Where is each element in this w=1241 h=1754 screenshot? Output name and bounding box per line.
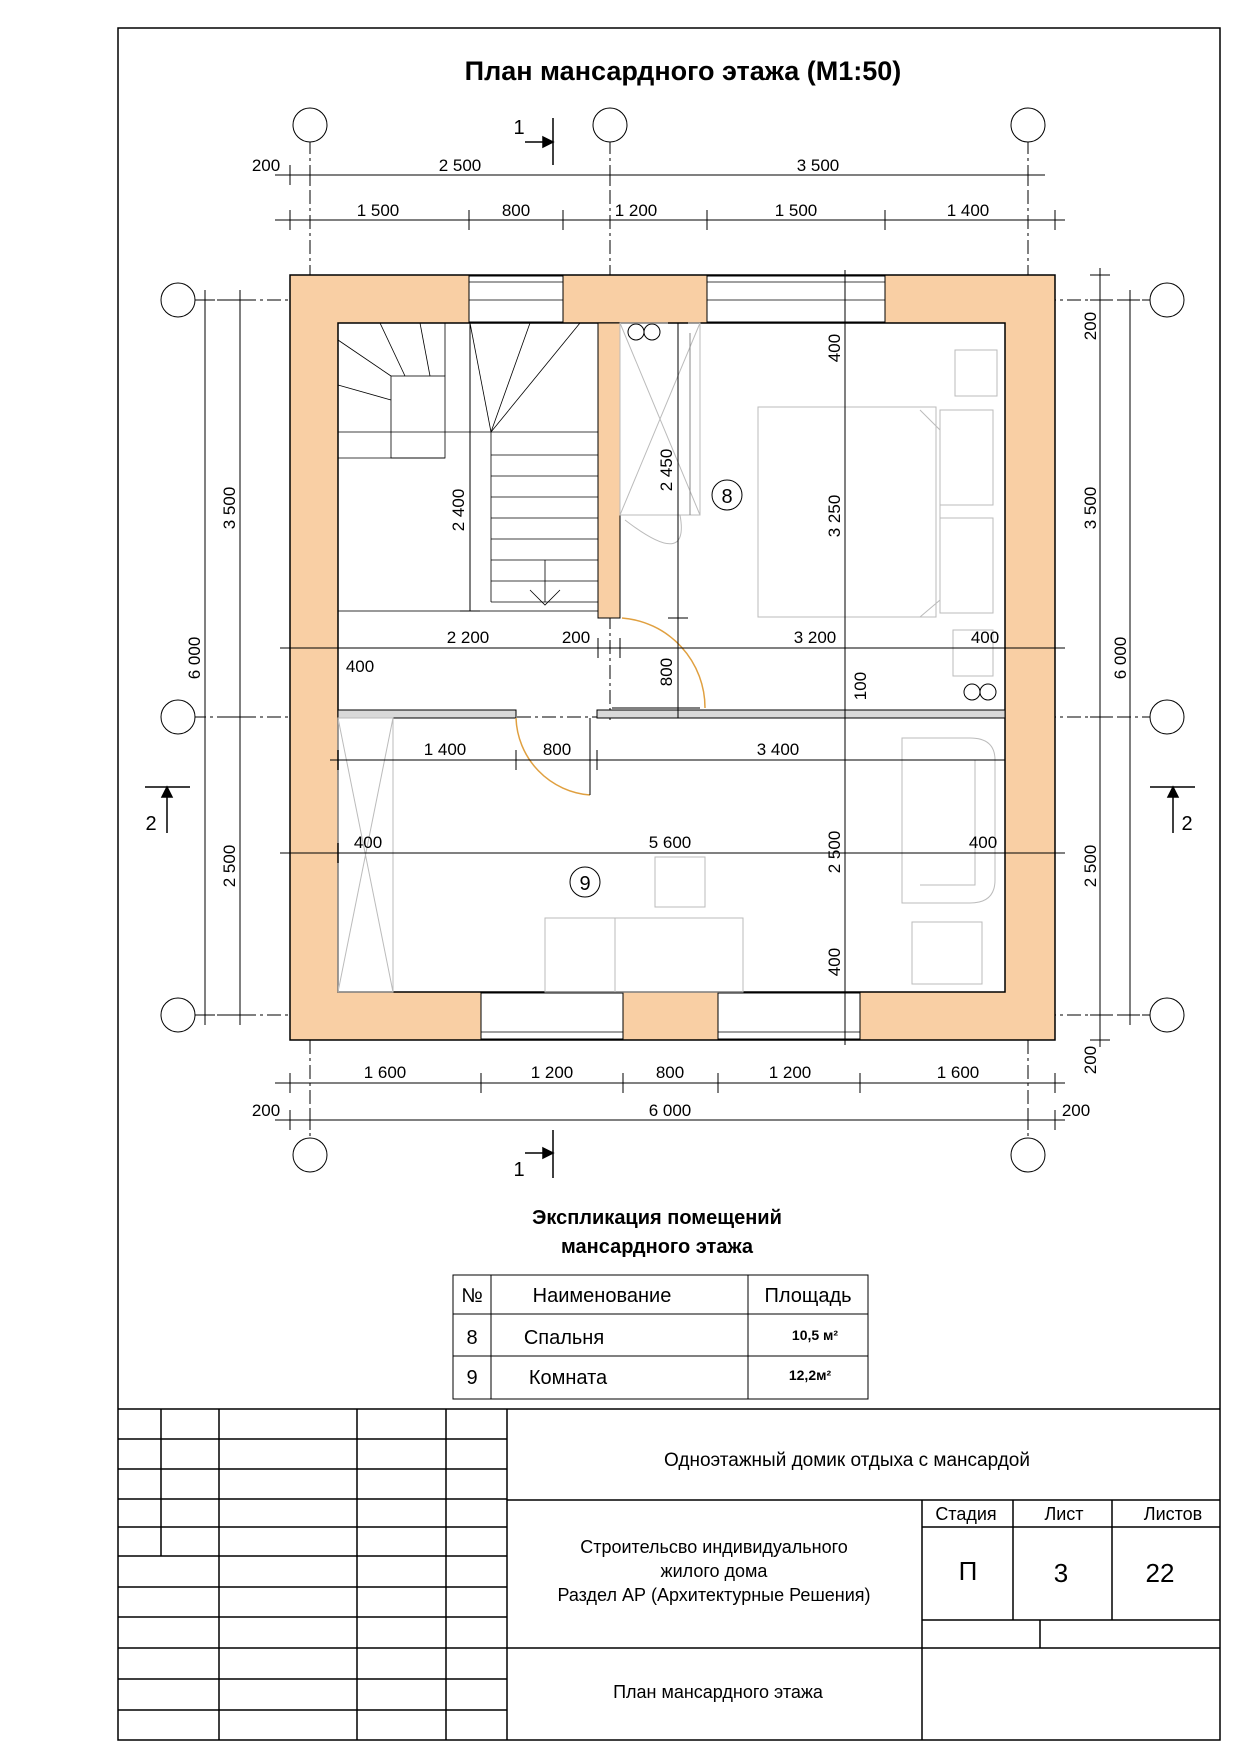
section-label-2-left: 2 bbox=[145, 813, 156, 835]
dim-top2-4: 1 400 bbox=[947, 201, 990, 220]
dim-bot1-1: 1 200 bbox=[531, 1063, 574, 1082]
dim-top2-0: 1 500 bbox=[357, 201, 400, 220]
staircase bbox=[337, 322, 599, 612]
dim-bot2-200-right: 200 bbox=[1062, 1101, 1090, 1120]
dim-inner-400d: 400 bbox=[354, 833, 382, 852]
stamp-sheet-value: 3 bbox=[1054, 1558, 1068, 1588]
explication-header-area: Площадь bbox=[764, 1285, 851, 1307]
dim-bot1-4: 1 600 bbox=[937, 1063, 980, 1082]
dim-right-2500: 2 500 bbox=[1081, 845, 1100, 888]
stamp-stage-value: П bbox=[959, 1556, 978, 1586]
stamp-sheet-label: Лист bbox=[1044, 1504, 1083, 1524]
dim-right-200-top: 200 bbox=[1081, 312, 1100, 340]
explication-row-num: 8 bbox=[466, 1327, 477, 1349]
room9-furniture bbox=[337, 717, 996, 993]
dim-left-6000: 6 000 bbox=[185, 637, 204, 680]
dim-inner-1400: 1 400 bbox=[424, 740, 467, 759]
dim-inner-100: 100 bbox=[851, 672, 870, 700]
bedroom-furniture bbox=[619, 322, 998, 677]
dim-bot2-6000: 6 000 bbox=[649, 1101, 692, 1120]
room-number-9: 9 bbox=[579, 873, 590, 895]
dim-inner-400a: 400 bbox=[825, 334, 844, 362]
stamp-project-name: Одноэтажный домик отдыха с мансардой bbox=[664, 1450, 1030, 1471]
explication-row-name: Комната bbox=[529, 1367, 608, 1389]
dim-top-2500: 2 500 bbox=[439, 156, 482, 175]
drawing-title: План мансардного этажа (М1:50) bbox=[465, 56, 902, 86]
dim-inner-800v: 800 bbox=[657, 658, 676, 686]
stamp-description-line3: Раздел АР (Архитектурные Решения) bbox=[557, 1585, 870, 1605]
dim-inner-800: 800 bbox=[543, 740, 571, 759]
dim-left-2500: 2 500 bbox=[220, 845, 239, 888]
dim-bot1-2: 800 bbox=[656, 1063, 684, 1082]
dim-inner-400e: 400 bbox=[969, 833, 997, 852]
dim-inner-2500: 2 500 bbox=[825, 831, 844, 874]
dim-top2-2: 1 200 bbox=[615, 201, 658, 220]
explication-row-area: 12,2м² bbox=[789, 1367, 832, 1383]
dim-top-200: 200 bbox=[252, 156, 280, 175]
explication-row-num: 9 bbox=[466, 1367, 477, 1389]
room-number-8: 8 bbox=[721, 486, 732, 508]
explication-row-area: 10,5 м² bbox=[792, 1327, 838, 1343]
dim-right-3500: 3 500 bbox=[1081, 487, 1100, 530]
axis-bubbles bbox=[160, 107, 1185, 1173]
explication-header-num: № bbox=[461, 1285, 482, 1307]
dim-inner-400b: 400 bbox=[971, 628, 999, 647]
dim-inner-400c: 400 bbox=[346, 657, 374, 676]
dimension-lines bbox=[195, 165, 1140, 1130]
stamp-sheets-value: 22 bbox=[1146, 1558, 1175, 1588]
explication-row-name: Спальня bbox=[524, 1327, 604, 1349]
dim-inner-2200: 2 200 bbox=[447, 628, 490, 647]
outer-walls bbox=[289, 274, 1056, 1041]
dim-inner-3250: 3 250 bbox=[825, 495, 844, 538]
doors bbox=[515, 617, 706, 796]
stamp-description-line2: жилого дома bbox=[661, 1561, 769, 1581]
dimension-texts: 200 2 500 3 500 1 500 800 1 200 1 500 1 … bbox=[185, 156, 1130, 1120]
dim-inner-2400: 2 400 bbox=[449, 489, 468, 532]
section-marks bbox=[145, 118, 1195, 1178]
section-label-2-right: 2 bbox=[1181, 813, 1192, 835]
sheet-frame bbox=[117, 27, 1221, 1741]
section-label-1-bottom: 1 bbox=[513, 1159, 524, 1181]
explication-header-name: Наименование bbox=[533, 1285, 672, 1307]
dim-right-6000: 6 000 bbox=[1111, 637, 1130, 680]
dim-bot1-0: 1 600 bbox=[364, 1063, 407, 1082]
stamp-stage-label: Стадия bbox=[935, 1504, 996, 1524]
dim-top2-3: 1 500 bbox=[775, 201, 818, 220]
dim-right-200-bottom: 200 bbox=[1081, 1046, 1100, 1074]
room-markers: 8 9 bbox=[569, 479, 743, 898]
dim-inner-400f: 400 bbox=[825, 948, 844, 976]
dim-top2-1: 800 bbox=[502, 201, 530, 220]
dim-inner-3400: 3 400 bbox=[757, 740, 800, 759]
dim-left-3500: 3 500 bbox=[220, 487, 239, 530]
section-label-1-top: 1 bbox=[513, 117, 524, 139]
dim-top-3500: 3 500 bbox=[797, 156, 840, 175]
bedroom-lamps bbox=[627, 323, 997, 701]
title-block bbox=[118, 1408, 1220, 1740]
explication-title-line1: Экспликация помещений bbox=[532, 1207, 782, 1229]
dim-inner-200: 200 bbox=[562, 628, 590, 647]
explication-table bbox=[452, 1274, 869, 1400]
stamp-sheet-title: План мансардного этажа bbox=[613, 1682, 824, 1702]
dim-bot2-200-left: 200 bbox=[252, 1101, 280, 1120]
stamp-description-line1: Строительсво индивидуального bbox=[580, 1537, 848, 1557]
dim-inner-3200: 3 200 bbox=[794, 628, 837, 647]
dim-inner-2450: 2 450 bbox=[657, 449, 676, 492]
stamp-sheets-label: Листов bbox=[1144, 1504, 1202, 1524]
dim-bot1-3: 1 200 bbox=[769, 1063, 812, 1082]
explication-title-line2: мансардного этажа bbox=[561, 1236, 754, 1258]
dim-inner-5600: 5 600 bbox=[649, 833, 692, 852]
